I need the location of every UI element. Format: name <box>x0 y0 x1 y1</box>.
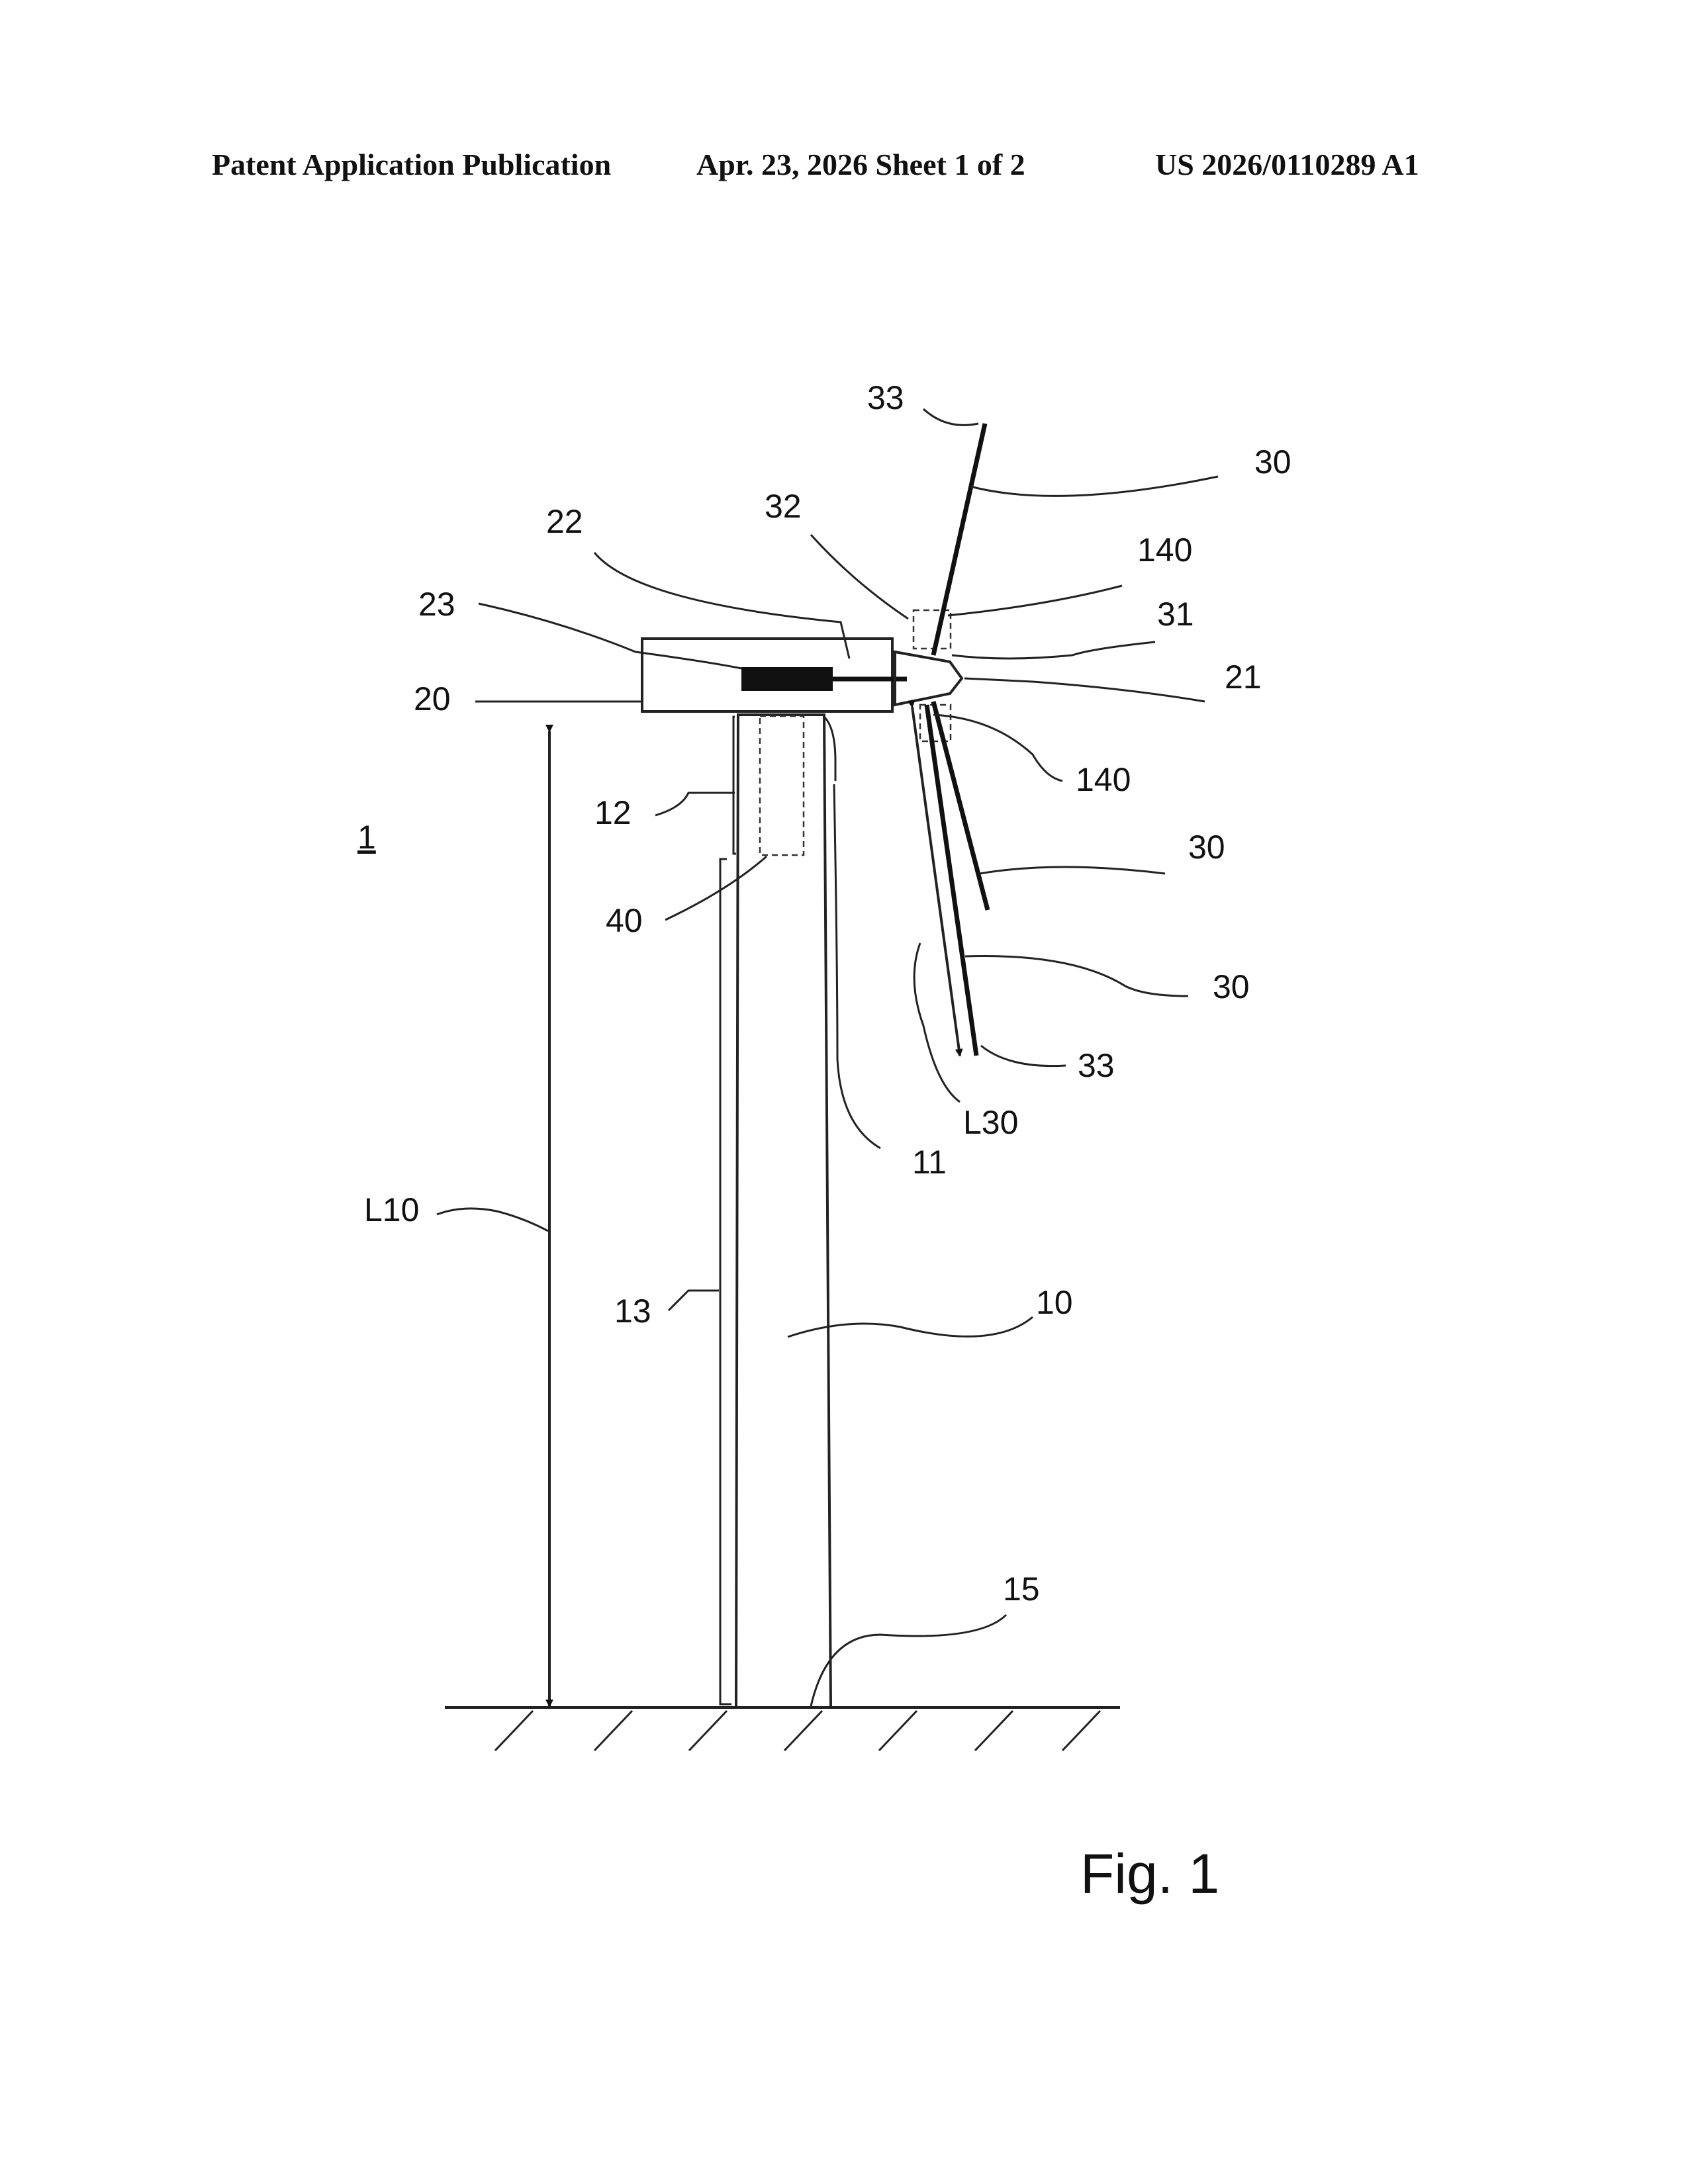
label-13: 13 <box>614 1293 651 1330</box>
label-33-bottom: 33 <box>1078 1047 1115 1084</box>
label-32: 32 <box>765 488 802 525</box>
label-30-bottom: 30 <box>1213 968 1250 1005</box>
figure-caption: Fig. 1 <box>1080 1843 1219 1905</box>
label-31: 31 <box>1157 596 1194 633</box>
label-1: 1 <box>357 819 376 856</box>
nacelle <box>642 639 907 711</box>
label-22: 22 <box>546 503 583 540</box>
label-30-top: 30 <box>1254 443 1291 480</box>
label-40: 40 <box>606 902 643 939</box>
label-30-middle: 30 <box>1188 829 1225 866</box>
tower <box>736 715 835 1707</box>
label-23: 23 <box>418 586 455 623</box>
label-20: 20 <box>414 680 451 717</box>
blades <box>927 424 988 1056</box>
label-140-bottom: 140 <box>1076 761 1131 798</box>
bracket-13 <box>720 859 731 1704</box>
label-L30: L30 <box>963 1104 1018 1141</box>
label-15: 15 <box>1003 1570 1040 1608</box>
label-L10: L10 <box>364 1191 419 1228</box>
ground <box>445 1707 1120 1751</box>
label-12: 12 <box>594 794 632 831</box>
label-33-top: 33 <box>867 379 904 416</box>
label-21: 21 <box>1225 659 1262 696</box>
bracket-12 <box>733 717 736 854</box>
label-140-top: 140 <box>1137 531 1192 569</box>
label-10: 10 <box>1036 1284 1073 1321</box>
label-11: 11 <box>912 1144 947 1181</box>
